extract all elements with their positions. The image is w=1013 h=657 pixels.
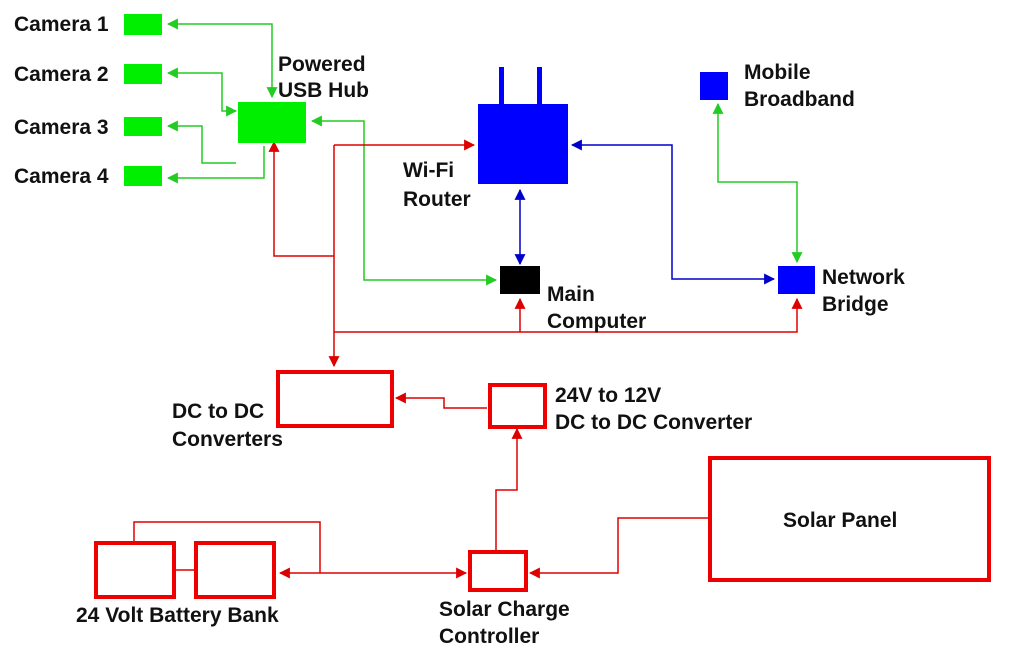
link-mobile-bridge [712, 102, 803, 264]
link-router-bridge [570, 139, 776, 285]
usb-hub-label-line2: USB Hub [278, 79, 369, 102]
mobile-label-line1: Mobile [744, 61, 811, 84]
charge-controller-box [468, 550, 528, 592]
bridge-label-line1: Network [822, 266, 905, 289]
computer-label-line2: Computer [547, 310, 646, 333]
battery-1-box [94, 541, 176, 599]
link-camera2-hub [166, 67, 238, 117]
dcdc-label-line1: DC to DC [172, 400, 264, 423]
power-panel-to-charge [528, 517, 708, 579]
mobile-label-line2: Broadband [744, 88, 855, 111]
router-label-line1: Wi-Fi [403, 159, 454, 182]
router-box [478, 104, 568, 184]
camera-3-box [124, 117, 162, 136]
usb-hub-box [238, 102, 306, 143]
camera-3-label: Camera 3 [14, 116, 109, 139]
battery-label: 24 Volt Battery Bank [76, 604, 279, 627]
camera-1-label: Camera 1 [14, 13, 109, 36]
bridge-label-line2: Bridge [822, 293, 889, 316]
cameras [124, 14, 162, 186]
link-camera3-hub [166, 120, 236, 164]
mobile-broadband-box [700, 72, 728, 100]
power-bus [334, 297, 803, 333]
link-camera4-hub [166, 146, 265, 184]
power-24v-to-dcdc [394, 392, 487, 409]
solar-panel-box [708, 456, 991, 582]
power-charge-to-24v [495, 427, 523, 550]
charge-label-line2: Controller [439, 625, 539, 648]
wifi-router [478, 67, 568, 184]
power-hub [268, 140, 334, 257]
camera-2-box [124, 64, 162, 84]
router-antenna-left [499, 67, 504, 107]
conv24-label-line2: DC to DC Converter [555, 411, 752, 434]
camera-2-label: Camera 2 [14, 63, 109, 86]
red-power-connections [133, 139, 803, 579]
power-components [94, 370, 991, 599]
camera-1-box [124, 14, 162, 35]
usb-hub-label-line1: Powered [278, 53, 366, 76]
labels: Camera 1 Camera 2 Camera 3 Camera 4 Powe… [14, 13, 905, 648]
router-label-line2: Router [403, 188, 471, 211]
conv24-label-line1: 24V to 12V [555, 384, 661, 407]
charge-label-line1: Solar Charge [439, 598, 570, 621]
blue-network-connections [514, 139, 776, 285]
dc-converters-box [276, 370, 394, 428]
computer-label-line1: Main [547, 283, 595, 306]
camera-4-box [124, 166, 162, 186]
battery-top-wire [133, 521, 321, 573]
converter-24v-12v-box [488, 383, 547, 429]
link-hub-computer [310, 115, 498, 286]
dcdc-label-line2: Converters [172, 428, 283, 451]
battery-2-box [194, 541, 276, 599]
main-computer-box [500, 266, 540, 294]
link-camera1-hub [166, 18, 278, 99]
router-antenna-right [537, 67, 542, 107]
solar-panel-label: Solar Panel [783, 509, 897, 532]
camera-4-label: Camera 4 [14, 165, 109, 188]
network-bridge-box [778, 266, 815, 294]
